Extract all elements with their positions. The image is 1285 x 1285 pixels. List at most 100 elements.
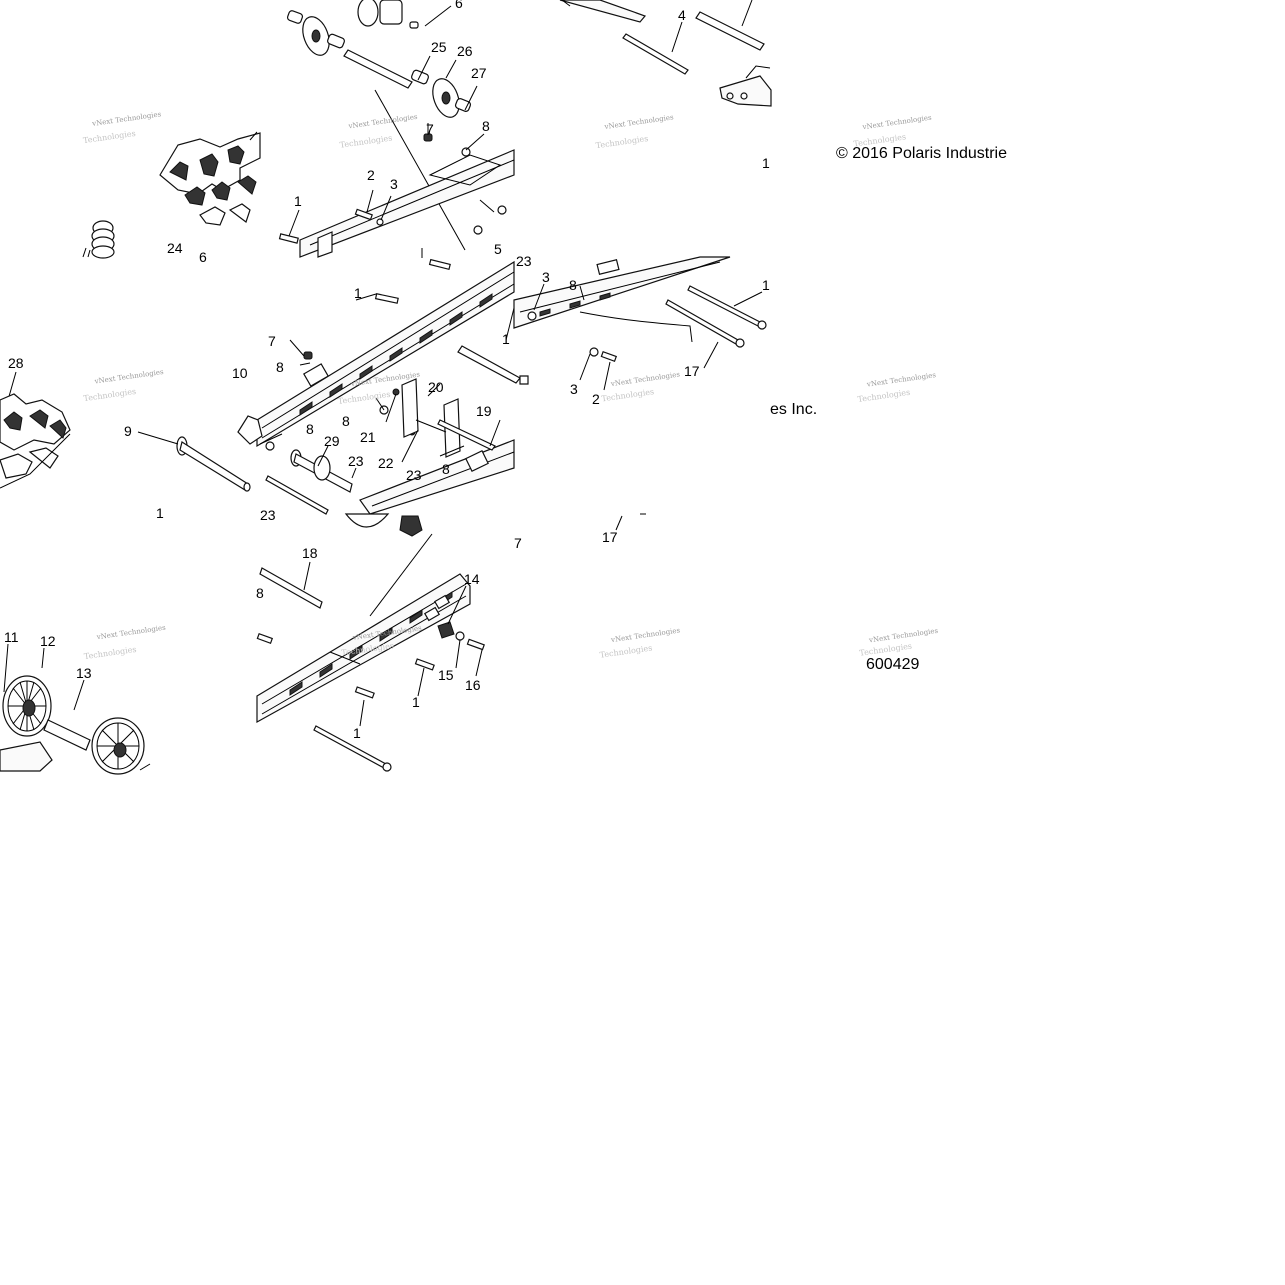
tile-row1-col2: 6 25 26 27 7 8 2 3 1 5 Technologies [278,0,515,271]
callout-8-c: 8 [306,421,314,437]
callout-14: 14 [464,571,480,587]
rail-upper [299,149,515,258]
tile-row1-col4: Technologies vNext Technologies © 2016 P… [836,114,1007,162]
wheel-13 [91,717,145,775]
callout-1-right: 1 [762,277,770,293]
callout-6-lower: 6 [199,249,207,265]
svg-text:vNext Technologies: vNext Technologies [865,371,936,389]
spacer-13 [43,719,91,751]
watermark: Technologies vNext Technologies [853,114,933,149]
svg-text:vNext Technologies: vNext Technologies [609,370,680,388]
tile-row1-col1: 24 6 Technologies vNext Technologies [82,110,261,265]
callout-2: 2 [367,167,375,183]
rail-rear [513,256,731,329]
callout-29: 29 [324,433,340,449]
track-lugs [159,131,261,226]
svg-text:Technologies: Technologies [595,134,649,150]
callout-8-d: 8 [442,461,450,477]
callout-7: 7 [426,121,434,137]
callout-23-mid: 23 [348,453,364,469]
callout-10: 10 [232,365,248,381]
callout-8-right: 8 [569,277,577,293]
watermark: Technologies vNext Technologies [601,370,681,403]
callout-27: 27 [471,65,487,81]
tile-row2-col2: 23 1 7 8 10 20 8 21 19 8 29 22 23 23 8 1… [232,253,532,523]
tile-row2-col1: 28 9 1 Technologies vNext Technologies [0,355,251,521]
rail-front-lower [256,573,471,724]
callout-25: 25 [431,39,447,55]
callout-1-edge: 1 [762,155,770,171]
idler-axle-assembly [286,0,472,118]
callout-16: 16 [465,677,481,693]
tile-row1-col3: 4 1 Technologies vNext Technologies [559,0,772,171]
callout-24: 24 [167,240,183,256]
callout-7-low: 7 [514,535,522,551]
watermark: Technologies vNext Technologies [339,113,418,150]
svg-text:Technologies: Technologies [601,387,655,403]
tile-row3-col4: Technologies vNext Technologies 600429 [859,627,939,673]
callout-26: 26 [457,43,473,59]
callout-23-low: 23 [406,467,422,483]
tile-row2-col3: 3 8 1 17 3 2 Technologies vNext Technolo… [513,256,770,407]
diagram-number: 600429 [866,656,919,673]
fasteners-lower [256,621,485,772]
svg-text:vNext Technologies: vNext Technologies [95,624,166,642]
shaft-upper [695,11,765,51]
watermark: Technologies vNext Technologies [83,110,163,145]
rail-front-upper [559,0,647,23]
tile-row3-col2: 18 8 14 15 16 1 1 Technologies vNext Tec… [256,513,485,772]
watermark: Technologies vNext Technologies [595,113,674,150]
callout-23-top: 23 [516,253,532,269]
shock-spring [82,220,115,259]
callout-5: 5 [494,241,502,257]
svg-text:Technologies: Technologies [83,129,137,145]
callout-1: 1 [294,193,302,209]
callout-9: 9 [124,423,132,439]
svg-text:Technologies: Technologies [83,387,137,403]
watermark: Technologies vNext Technologies [859,627,939,658]
wheel-12 [2,675,52,737]
callout-8-left: 8 [256,585,264,601]
watermark: Technologies vNext Technologies [599,626,681,659]
callout-28: 28 [8,355,24,371]
rail-tip [719,65,772,107]
watermark: Technologies vNext Technologies [83,368,165,403]
axle-29 [265,449,353,515]
shaft-18 [259,567,323,609]
copyright-text: © 2016 Polaris Industrie [836,145,1007,162]
fasteners [278,133,471,271]
callout-1-low-a: 1 [412,694,420,710]
watermark: Technologies vNext Technologies [857,371,937,404]
svg-text:vNext Technologies: vNext Technologies [610,626,681,644]
callout-19: 19 [476,403,492,419]
watermark: Technologies vNext Technologies [83,624,166,662]
callout-15: 15 [438,667,454,683]
svg-text:vNext Technologies: vNext Technologies [347,113,418,131]
track-lugs-left [0,393,71,489]
tile-row3-col3: 7 17 Technologies vNext Technologies [514,513,681,660]
svg-text:vNext Technologies: vNext Technologies [91,110,162,128]
callout-1-frag: 1 [156,505,164,521]
callout-1-rail: 1 [502,331,510,347]
callout-7-mid: 7 [268,333,276,349]
leader-6-top [424,5,452,27]
wheel-fragment [344,513,390,528]
callout-17: 17 [684,363,700,379]
callout-2-lower: 2 [592,391,600,407]
callout-3-lower: 3 [570,381,578,397]
callout-17-low: 17 [602,529,618,545]
bumper [399,515,423,537]
rail-end [0,741,53,772]
shaft-4 [622,33,689,75]
callout-20: 20 [428,379,444,395]
callout-13: 13 [76,665,92,681]
svg-text:Technologies: Technologies [83,645,137,661]
cable [579,311,693,343]
brackets-20 [401,378,496,458]
callout-3-right: 3 [542,269,550,285]
svg-text:vNext Technologies: vNext Technologies [861,114,932,132]
callout-22: 22 [378,455,394,471]
callout-21: 21 [360,429,376,445]
callout-6-top: 6 [455,0,463,11]
